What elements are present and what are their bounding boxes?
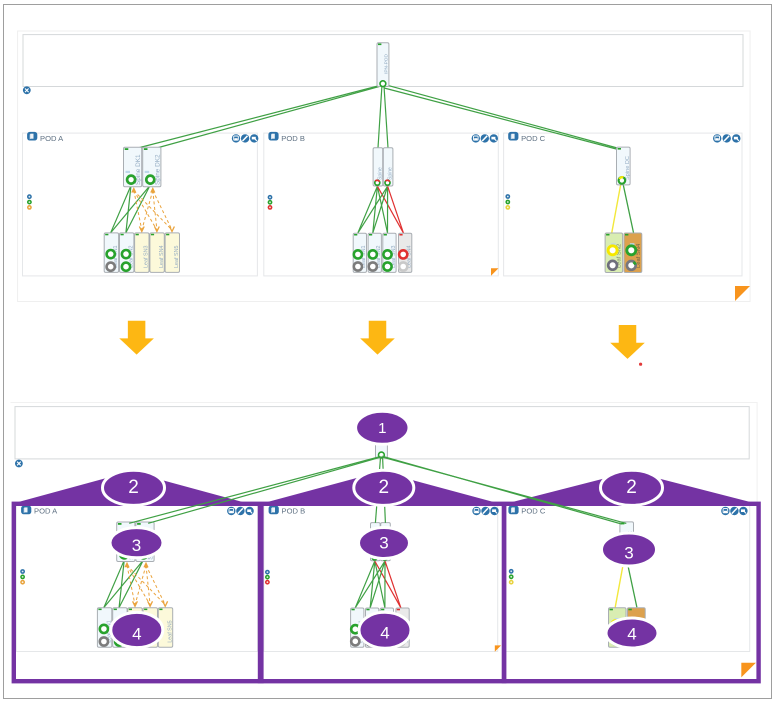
svg-text:POD B: POD B xyxy=(282,506,306,515)
svg-text:1: 1 xyxy=(378,420,386,437)
svg-text:POD C: POD C xyxy=(521,506,546,515)
svg-text:POD C: POD C xyxy=(521,134,546,143)
svg-text:3: 3 xyxy=(379,534,388,553)
svg-text:2: 2 xyxy=(379,477,390,498)
svg-text:POD A: POD A xyxy=(34,506,58,515)
svg-text:3: 3 xyxy=(624,543,633,562)
svg-text:2: 2 xyxy=(626,477,637,498)
svg-text:POD B: POD B xyxy=(281,134,305,143)
svg-text:POD A: POD A xyxy=(40,134,64,143)
svg-text:4: 4 xyxy=(627,625,636,644)
svg-text:4: 4 xyxy=(380,623,389,642)
svg-text:3: 3 xyxy=(132,536,141,555)
svg-text:4: 4 xyxy=(132,624,141,643)
svg-text:2: 2 xyxy=(128,477,139,498)
